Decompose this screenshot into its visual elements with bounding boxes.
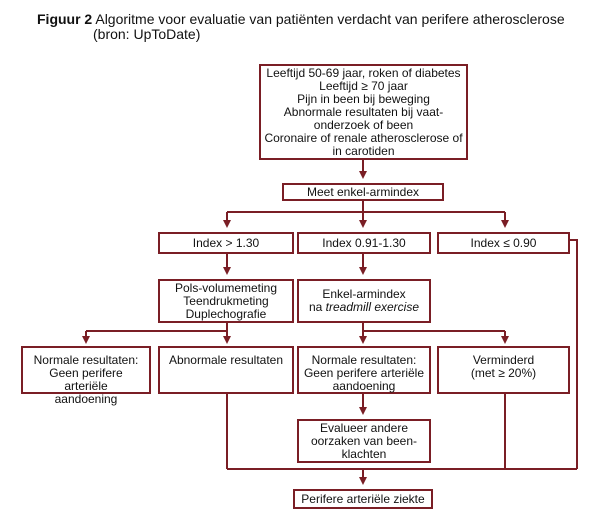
- normal-left-box: Normale resultaten: Geen perifere arteri…: [21, 346, 151, 406]
- index-mid-box: Index 0.91-1.30: [297, 232, 431, 254]
- figure-caption: Figuur 2 Algoritme voor evaluatie van pa…: [37, 12, 582, 42]
- normal-mid-line: Geen perifere arteriële: [303, 366, 425, 380]
- reduced-box: Verminderd (met ≥ 20%): [437, 346, 570, 394]
- treadmill-line2: na treadmill exercise: [309, 301, 419, 314]
- treadmill-italic: treadmill exercise: [325, 300, 420, 314]
- criteria-line: Abnormale resultaten bij vaat-: [283, 104, 444, 119]
- criteria-line: Coronaire of renale atherosclerose of: [264, 130, 463, 145]
- criteria-line: in carotiden: [332, 143, 395, 158]
- index-mid-label: Index 0.91-1.30: [322, 235, 406, 250]
- normal-mid-box: Normale resultaten: Geen perifere arteri…: [297, 346, 431, 394]
- pulse-line: Duplechografie: [185, 306, 267, 321]
- normal-left-line: aandoening: [54, 392, 118, 406]
- normal-mid-line: Normale resultaten:: [311, 353, 417, 367]
- index-low-label: Index ≤ 0.90: [470, 235, 537, 250]
- criteria-line: Leeftijd ≥ 70 jaar: [319, 78, 408, 93]
- measure-box: Meet enkel-armindex: [282, 183, 444, 201]
- abnormal-label: Abnormale resultaten: [168, 353, 284, 367]
- pulse-line: Teendrukmeting: [183, 293, 269, 308]
- reduced-line: Verminderd: [472, 353, 535, 367]
- evaluate-box: Evalueer andere oorzaken van been- klach…: [297, 419, 431, 463]
- abnormal-box: Abnormale resultaten: [158, 346, 294, 394]
- criteria-box: Leeftijd 50-69 jaar, roken of diabetes L…: [259, 64, 468, 160]
- low-bypass: [570, 239, 578, 469]
- pulse-tests-box: Pols-volumemeting Teendrukmeting Duplech…: [158, 279, 294, 323]
- criteria-line: Leeftijd 50-69 jaar, roken of diabetes: [266, 65, 461, 80]
- normal-left-line: Normale resultaten:: [33, 353, 139, 367]
- treadmill-line1: Enkel-armindex: [322, 287, 406, 301]
- caption-label: Figuur 2: [37, 11, 93, 27]
- criteria-line: Pijn in been bij beweging: [297, 91, 430, 106]
- index-low-box: Index ≤ 0.90: [437, 232, 570, 254]
- evaluate-line: klachten: [341, 446, 387, 461]
- measure-label: Meet enkel-armindex: [306, 184, 420, 199]
- normal-mid-line: aandoening: [332, 379, 396, 393]
- treadmill-prefix: na: [308, 300, 326, 314]
- caption-source: (bron: UpToDate): [93, 26, 201, 42]
- caption-title: Algoritme voor evaluatie van patiënten v…: [95, 11, 565, 27]
- index-high-label: Index > 1.30: [192, 235, 260, 250]
- criteria-line: onderzoek of been: [313, 117, 414, 132]
- evaluate-line: oorzaken van been-: [310, 433, 418, 448]
- normal-left-line: Geen perifere arteriële: [49, 366, 123, 393]
- reduced-line: (met ≥ 20%): [470, 366, 537, 380]
- evaluate-line: Evalueer andere: [319, 420, 409, 435]
- pad-label: Perifere arteriële ziekte: [301, 491, 425, 506]
- pad-box: Perifere arteriële ziekte: [293, 489, 433, 509]
- index-high-box: Index > 1.30: [158, 232, 294, 254]
- treadmill-box: Enkel-armindex na treadmill exercise: [297, 279, 431, 323]
- pulse-line: Pols-volumemeting: [174, 280, 278, 295]
